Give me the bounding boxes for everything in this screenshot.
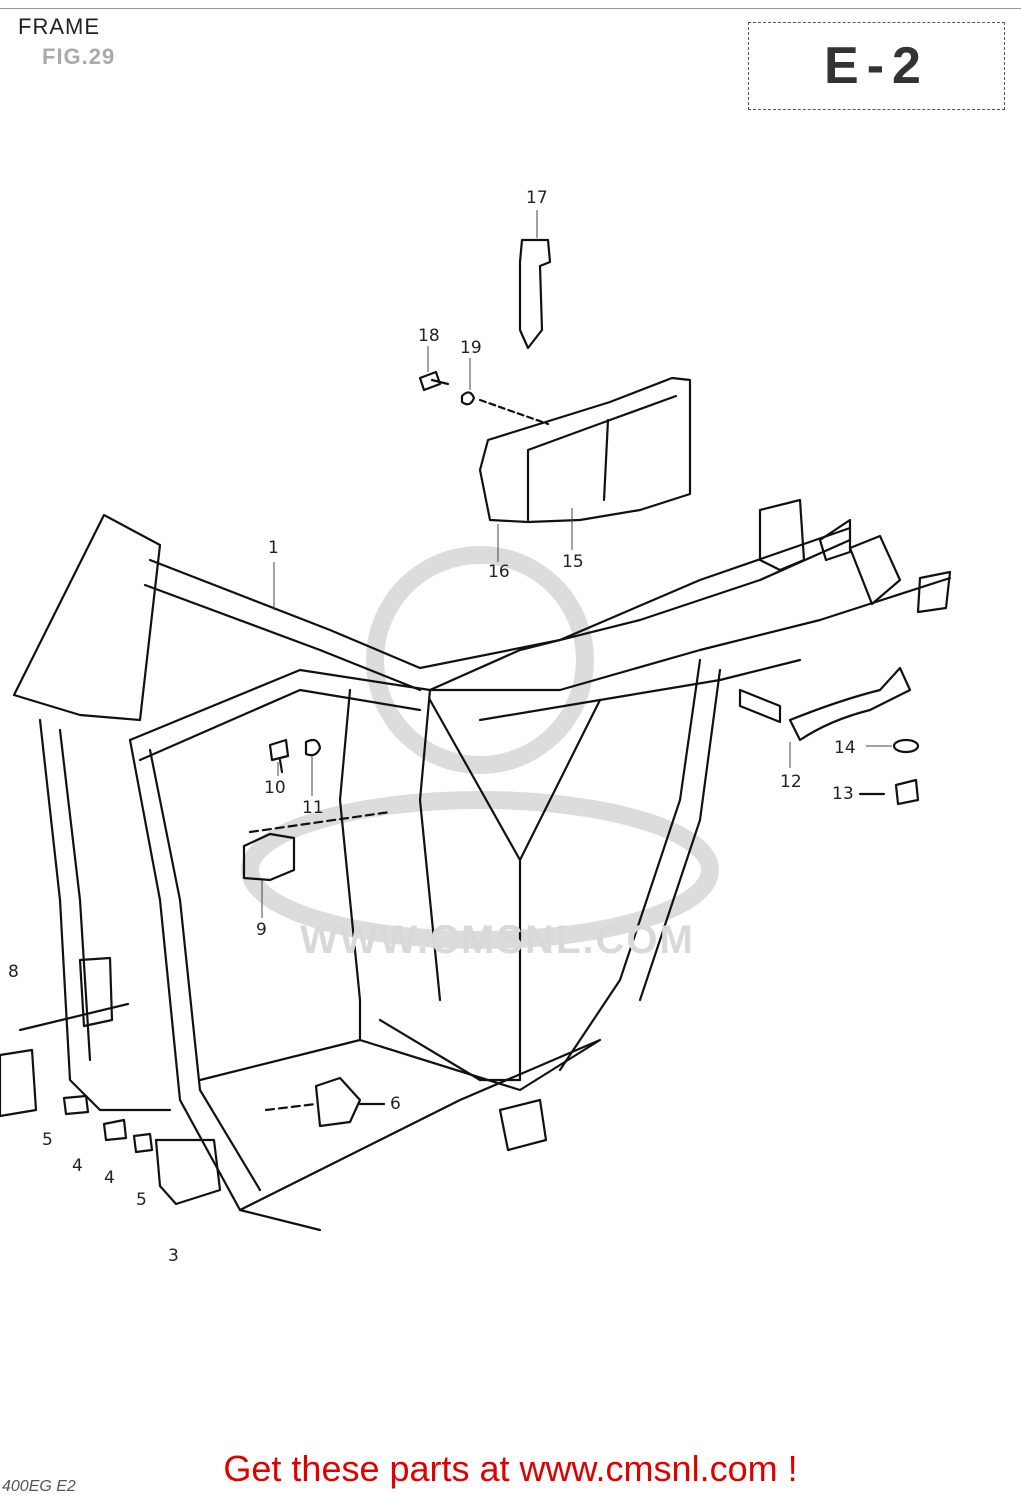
callout-12: 12 [780, 772, 802, 792]
callout-16: 16 [488, 562, 510, 582]
callout-4b: 4 [104, 1168, 115, 1188]
center-tube-left [338, 688, 362, 1042]
callout-14: 14 [834, 738, 856, 758]
bolt-10 [268, 738, 290, 774]
lower-cross [378, 1018, 522, 1082]
washer-19 [460, 391, 476, 406]
watermark-text: WWW.CMSNL.COM [300, 918, 695, 962]
callout-8: 8 [8, 962, 19, 982]
callout-10: 10 [264, 778, 286, 798]
screw-18 [418, 370, 450, 392]
washer-14 [892, 738, 920, 754]
cross-brace-x [428, 698, 602, 1082]
center-tube-right [418, 688, 442, 1002]
top-rail-right [128, 576, 952, 742]
top-rail-left-inner [143, 583, 422, 692]
nut-4 [132, 1132, 154, 1154]
callout-6: 6 [390, 1094, 401, 1114]
lower-cradle [198, 1038, 602, 1212]
lower-bracket-3 [154, 1138, 222, 1206]
rear-mount-bracket [498, 1098, 548, 1152]
bolt-5b [102, 1118, 128, 1142]
cta-link[interactable]: Get these parts at www.cmsnl.com ! [223, 1448, 798, 1489]
top-rule [0, 8, 1021, 9]
battery-cover [478, 376, 692, 524]
callout-5b: 5 [136, 1190, 147, 1210]
rear-down-tube [558, 658, 702, 1072]
leader-lines [261, 210, 892, 918]
callout-4a: 4 [72, 1156, 83, 1176]
battery-strap [518, 238, 552, 350]
callout-1: 1 [268, 538, 279, 558]
callout-15: 15 [562, 552, 584, 572]
bolt-5a [62, 1094, 90, 1116]
down-tube-left [38, 718, 172, 1112]
top-rail-left [148, 526, 852, 670]
steering-head [12, 513, 162, 722]
callout-19: 19 [460, 338, 482, 358]
callout-18: 18 [418, 326, 440, 346]
rear-down-tube-inner [638, 668, 722, 1002]
washer-11 [304, 738, 322, 757]
seat-rail-2 [478, 658, 802, 722]
top-rail-right-inner [138, 688, 422, 762]
shock-mount [848, 534, 952, 614]
callout-17: 17 [526, 188, 548, 208]
callout-3: 3 [168, 1246, 179, 1266]
bolt-13 [858, 778, 920, 806]
down-tube-left-inner [58, 728, 92, 1062]
bracket-9 [242, 832, 296, 882]
drawing-code: 400EG E2 [2, 1478, 76, 1495]
seat-hinge [758, 498, 852, 572]
figure-number: FIG.29 [42, 44, 116, 69]
callout-5a: 5 [42, 1130, 53, 1150]
footrest-bracket [788, 666, 912, 742]
bracket-6 [314, 1076, 362, 1128]
down-tube-front [128, 738, 322, 1232]
engine-mount-left [0, 1048, 38, 1118]
page-title: FRAME [18, 14, 100, 39]
pivot-stud [738, 688, 782, 724]
callout-13: 13 [832, 784, 854, 804]
section-code-box: E-2 [748, 22, 1005, 110]
watermark-logo [241, 546, 719, 949]
callout-9: 9 [256, 920, 267, 940]
down-tube-front-inner [148, 748, 262, 1192]
front-bracket-8 [78, 956, 114, 1028]
callout-11: 11 [302, 798, 324, 818]
